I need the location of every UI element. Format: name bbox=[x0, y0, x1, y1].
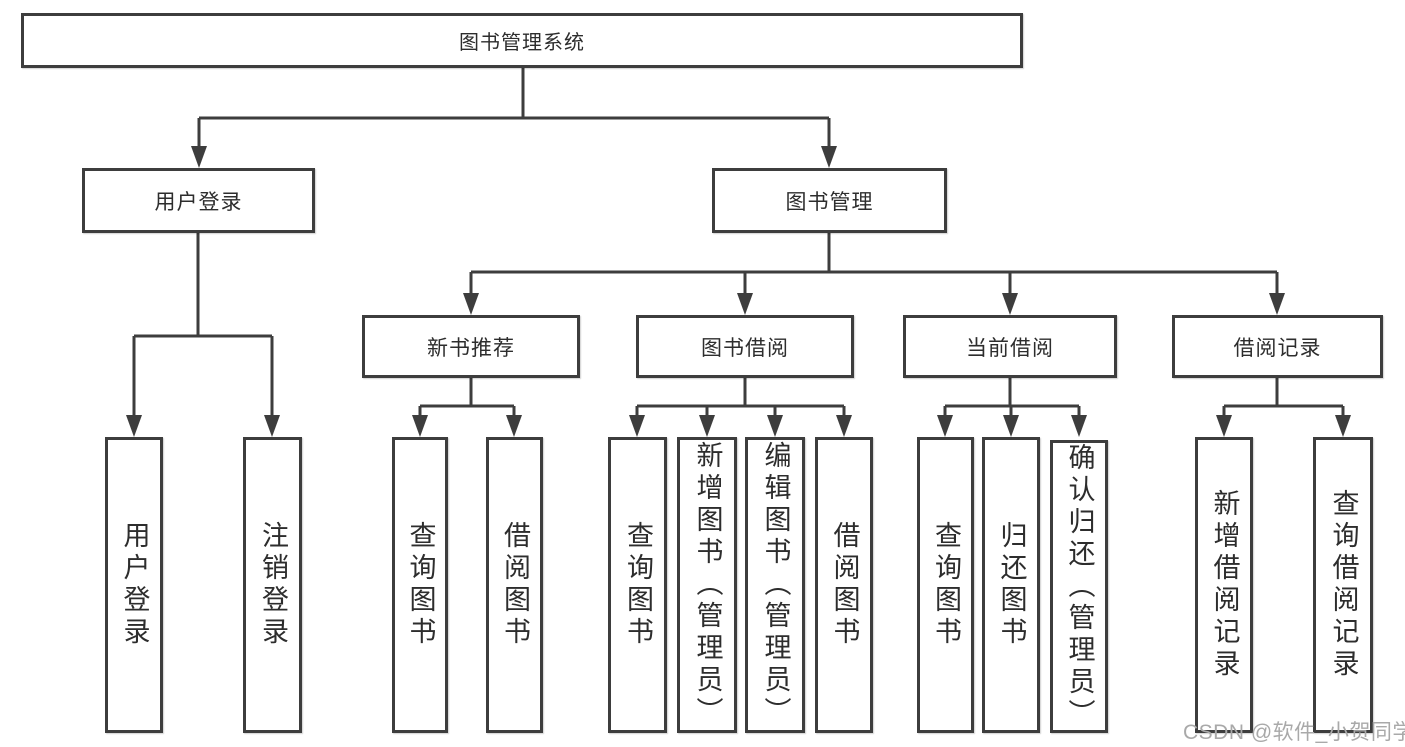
leaf-borrow-books-recommend-label: 借阅图书 bbox=[500, 521, 530, 649]
leaf-add-borrow-record: 新增借阅记录 bbox=[1195, 437, 1253, 733]
node-book-management-label: 图书管理 bbox=[785, 190, 874, 214]
leaf-query-books-borrowing: 查询图书 bbox=[608, 437, 667, 733]
leaf-query-books-current-label: 查询图书 bbox=[931, 521, 961, 649]
node-book-management: 图书管理 bbox=[712, 168, 947, 233]
leaf-confirm-return-admin-label: 确认归还（管理员） bbox=[1064, 442, 1095, 731]
node-user-login: 用户登录 bbox=[82, 168, 315, 233]
node-root-label: 图书管理系统 bbox=[459, 32, 585, 54]
node-current-borrowing-label: 当前借阅 bbox=[966, 336, 1054, 360]
leaf-add-books-admin: 新增图书（管理员） bbox=[677, 437, 737, 733]
leaf-edit-books-admin: 编辑图书（管理员） bbox=[745, 437, 805, 733]
leaf-query-books-current: 查询图书 bbox=[917, 437, 974, 733]
node-borrowing-records-label: 借阅记录 bbox=[1233, 336, 1322, 360]
node-new-book-recommend: 新书推荐 bbox=[362, 315, 580, 378]
leaf-logout: 注销登录 bbox=[243, 437, 302, 733]
leaf-add-borrow-record-label: 新增借阅记录 bbox=[1209, 489, 1240, 681]
leaf-query-borrow-record-label: 查询借阅记录 bbox=[1328, 489, 1359, 681]
node-borrowing-records: 借阅记录 bbox=[1172, 315, 1383, 378]
node-current-borrowing: 当前借阅 bbox=[903, 315, 1117, 378]
leaf-borrow-books-recommend: 借阅图书 bbox=[486, 437, 543, 733]
leaf-query-borrow-record: 查询借阅记录 bbox=[1313, 437, 1373, 733]
node-new-book-recommend-label: 新书推荐 bbox=[427, 336, 515, 360]
leaf-borrow-books-label: 借阅图书 bbox=[829, 521, 860, 649]
leaf-user-login: 用户登录 bbox=[105, 437, 163, 733]
leaf-logout-label: 注销登录 bbox=[258, 521, 288, 649]
leaf-add-books-admin-label: 新增图书（管理员） bbox=[692, 441, 723, 729]
leaf-query-books-borrowing-label: 查询图书 bbox=[623, 521, 653, 649]
leaf-return-books: 归还图书 bbox=[982, 437, 1040, 733]
leaf-return-books-label: 归还图书 bbox=[996, 521, 1027, 649]
leaf-edit-books-admin-label: 编辑图书（管理员） bbox=[760, 441, 791, 729]
arrowheads bbox=[126, 146, 1351, 437]
node-user-login-label: 用户登录 bbox=[154, 190, 243, 214]
node-book-borrowing: 图书借阅 bbox=[636, 315, 854, 378]
csdn-watermark: CSDN @软件_小贺同学 bbox=[1183, 721, 1405, 744]
leaf-user-login-label: 用户登录 bbox=[119, 521, 150, 649]
leaf-confirm-return-admin: 确认归还（管理员） bbox=[1050, 440, 1108, 733]
node-book-borrowing-label: 图书借阅 bbox=[701, 336, 789, 360]
leaf-query-books-recommend: 查询图书 bbox=[392, 437, 448, 733]
node-root-system: 图书管理系统 bbox=[21, 13, 1023, 68]
leaf-query-books-recommend-label: 查询图书 bbox=[405, 521, 436, 649]
leaf-borrow-books: 借阅图书 bbox=[815, 437, 873, 733]
